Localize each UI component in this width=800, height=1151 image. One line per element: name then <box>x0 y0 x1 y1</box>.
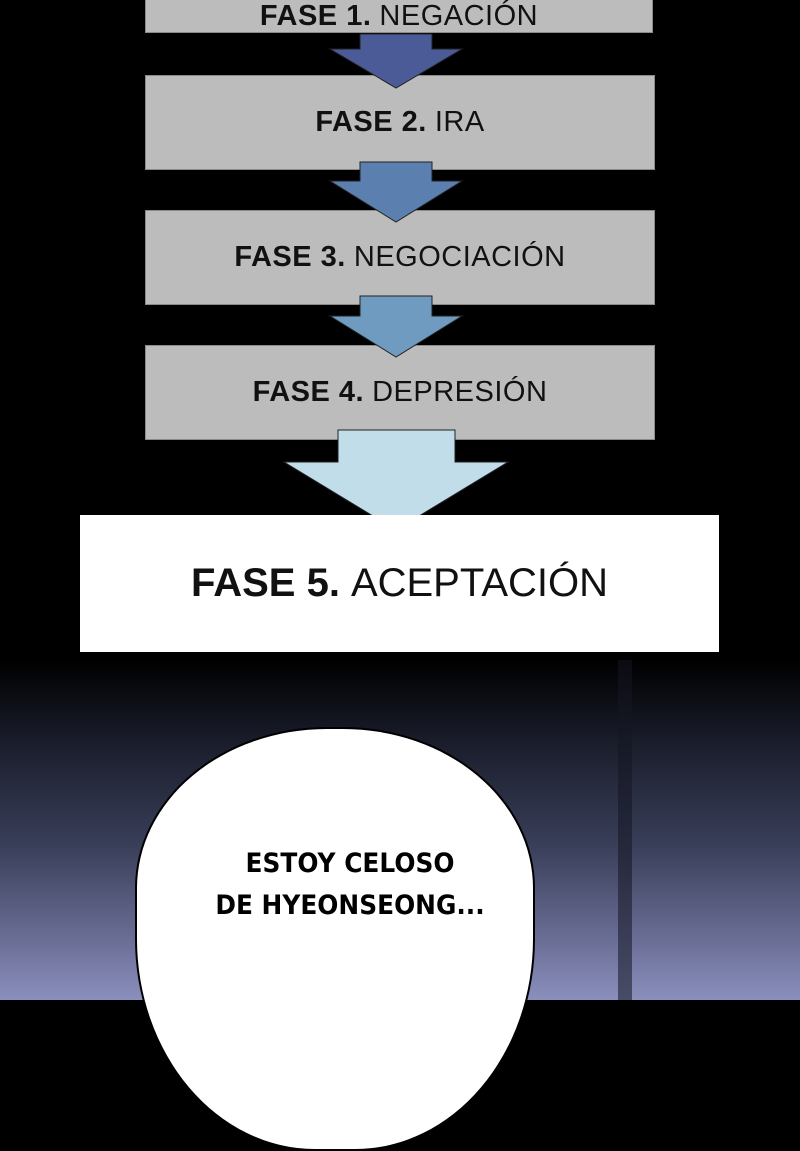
stage-3-name: NEGOCIACIÓN <box>353 241 566 273</box>
speech-line-1: ESTOY CELOSO <box>245 848 455 879</box>
down-arrow-icon <box>328 295 464 358</box>
down-arrow-icon <box>328 33 464 89</box>
speech-bubble-text: ESTOY CELOSO DE HYEONSEONG... <box>166 843 534 927</box>
stage-3-number: FASE 3. <box>234 241 346 273</box>
stage-1-name: NEGACIÓN <box>379 0 539 32</box>
speech-bubble <box>135 727 535 1151</box>
stage-2-name: IRA <box>434 106 485 138</box>
speech-line-2: DE HYEONSEONG... <box>215 890 485 921</box>
stage-5-name: ACEPTACIÓN <box>350 561 609 605</box>
stage-5-number: FASE 5. <box>190 561 340 605</box>
stage-4-name: DEPRESIÓN <box>372 376 548 408</box>
stage-2-box: FASE 2.IRA <box>145 75 655 170</box>
stage-1-number: FASE 1. <box>259 0 372 32</box>
stage-5-box: FASE 5.ACEPTACIÓN <box>80 515 719 652</box>
down-arrow-icon <box>282 429 510 531</box>
background-pillar <box>618 660 632 1000</box>
stage-4-box: FASE 4.DEPRESIÓN <box>145 345 655 440</box>
down-arrow-icon <box>328 161 464 223</box>
stage-4-number: FASE 4. <box>252 376 365 408</box>
stage-2-number: FASE 2. <box>315 106 427 138</box>
stage-1-box: FASE 1.NEGACIÓN <box>145 0 653 33</box>
